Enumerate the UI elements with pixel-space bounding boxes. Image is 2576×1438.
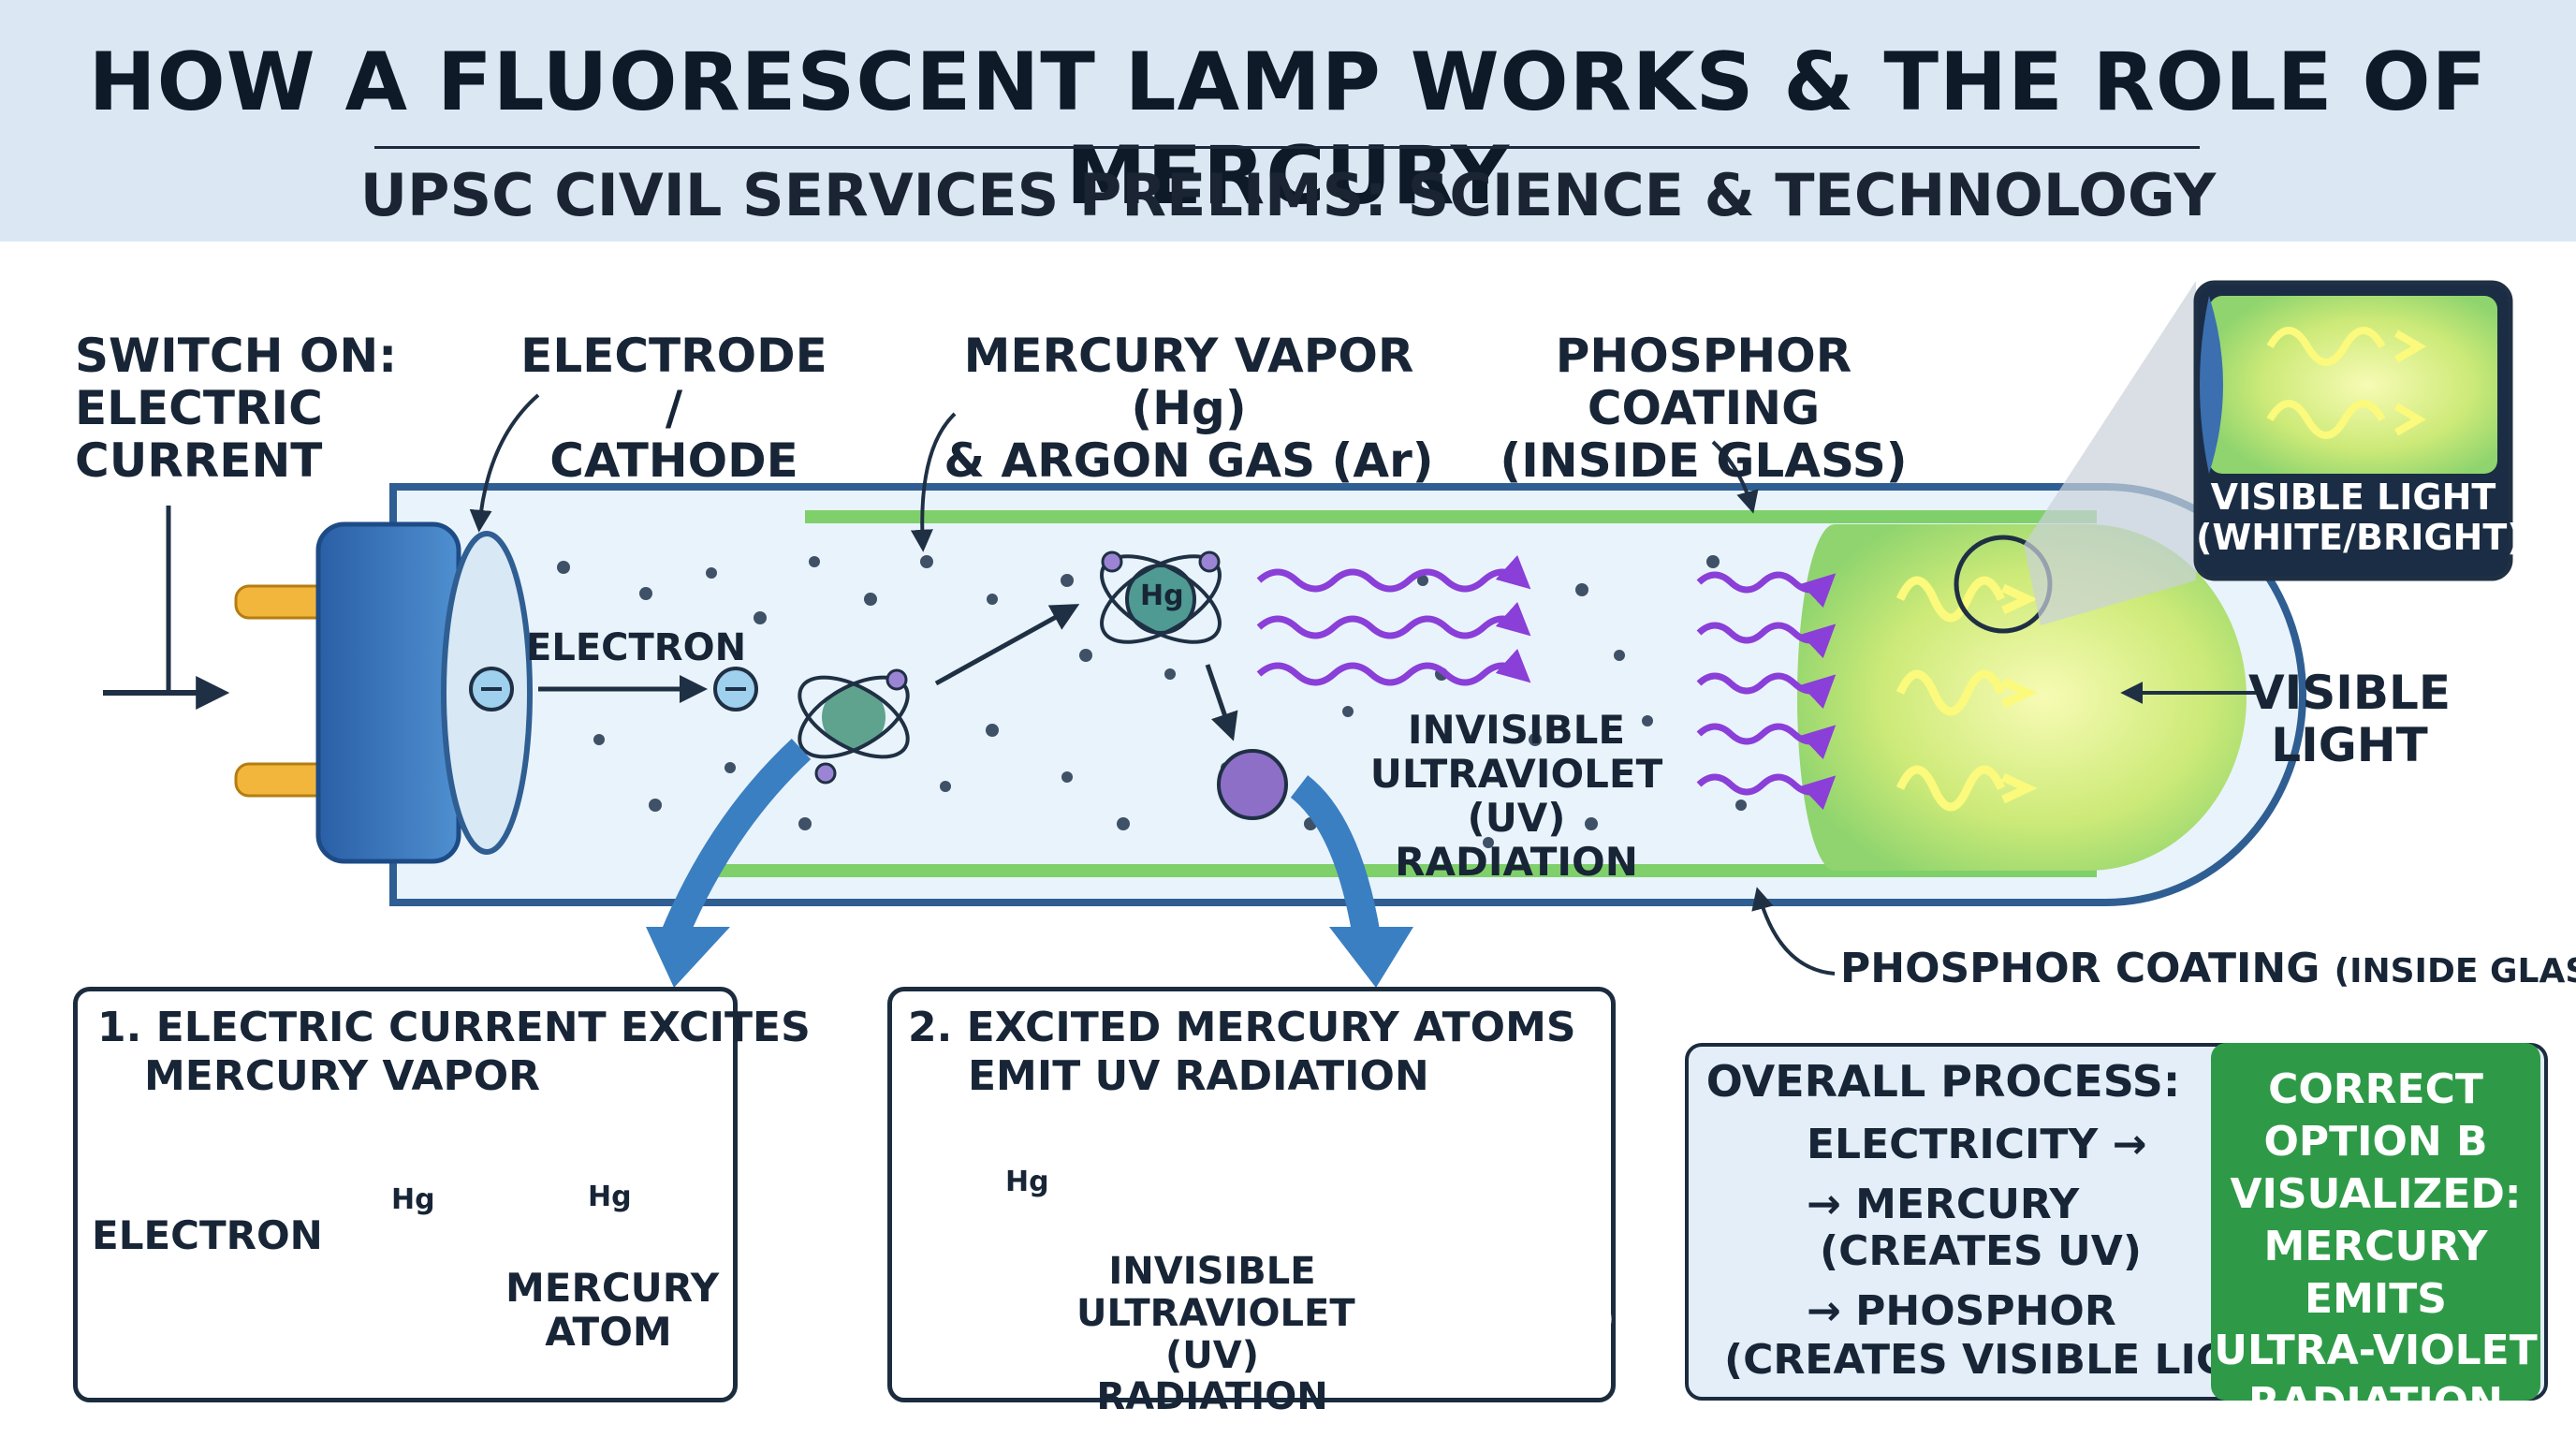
step1-hg-label: Hg	[391, 1183, 435, 1216]
answer-panel	[2211, 1043, 2540, 1401]
hg-atom-label: Hg	[1140, 580, 1184, 612]
step2-panel	[887, 987, 1616, 1402]
electron-label: ELECTRON	[526, 626, 747, 669]
header-band	[0, 0, 2576, 242]
mercury-vapor-label: MERCURY VAPOR (Hg)& ARGON GAS (Ar)	[944, 329, 1434, 488]
title-underline	[374, 146, 2200, 149]
step1-electron-label: ELECTRON	[92, 1212, 323, 1258]
phosphor-coating-label-bottom: PHOSPHOR COATING (INSIDE GLASS)	[1840, 945, 2576, 992]
step2-hg-label: Hg	[1005, 1166, 1049, 1198]
step1-panel	[73, 987, 738, 1402]
ground-atom-icon	[798, 668, 910, 785]
blue-arrow-head-step1	[646, 927, 730, 988]
relaxed-atom	[1217, 749, 1288, 820]
inset-light-waves	[2266, 327, 2426, 439]
excited-hg-atom-icon	[1100, 550, 1222, 644]
uv-waves-right	[1696, 571, 1837, 811]
step1-atom-hg-label: Hg	[588, 1181, 632, 1213]
uv-waves-middle	[1256, 554, 1531, 686]
overall-line-phosphor: → PHOSPHOR	[1807, 1287, 2116, 1335]
blue-arrow-head-step2	[1329, 927, 1413, 988]
page-subtitle: UPSC CIVIL SERVICES PRELIMS: SCIENCE & T…	[359, 161, 2217, 229]
electrode-label: ELECTRODE /CATHODE	[520, 329, 827, 488]
visible-light-waves	[1895, 576, 2038, 812]
leader-lines	[469, 393, 2263, 976]
page-title: HOW A FLUORESCENT LAMP WORKS & THE ROLE …	[88, 36, 2488, 223]
uv-light-caption: UV LIGHT(INVISIBLE)	[1385, 1257, 1615, 1339]
inset-visible-light-caption: VISIBLE LIGHT(WHITE/BRIGHT)	[2196, 477, 2524, 558]
switch-arrow	[103, 506, 230, 710]
overall-line-electricity: ELECTRICITY →	[1807, 1121, 2147, 1168]
blue-arrow-step2	[1290, 775, 1381, 939]
overall-line-creates-uv: (CREATES UV)	[1820, 1227, 2142, 1275]
zoom-wedge	[2024, 281, 2196, 625]
electron-right	[713, 667, 758, 712]
decay-arrow	[1205, 664, 1238, 741]
end-cap	[315, 521, 461, 864]
gas-particles	[557, 555, 1747, 848]
electron-left	[469, 667, 514, 712]
overall-process-title: OVERALL PROCESS:	[1705, 1056, 2181, 1107]
blue-arrow-step1	[661, 739, 812, 942]
phosphor-coating-label-top: PHOSPHOR COATING(INSIDE GLASS)	[1500, 329, 1908, 488]
inset-glow	[2209, 296, 2497, 474]
overall-line-mercury: → MERCURY	[1807, 1181, 2080, 1228]
excite-arrow	[934, 604, 1080, 686]
inset-glass-edge	[2200, 296, 2223, 474]
